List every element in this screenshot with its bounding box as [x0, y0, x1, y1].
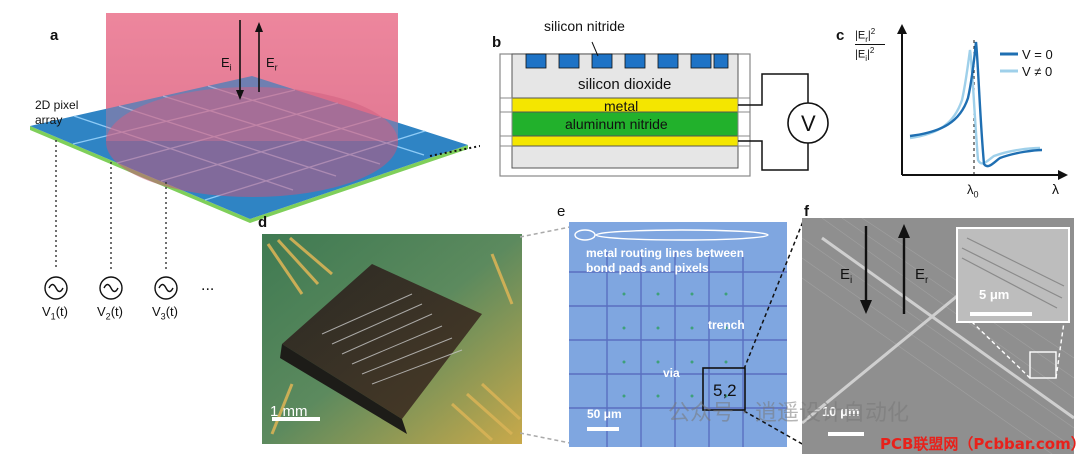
metal-bottom-layer — [511, 135, 739, 147]
curve-v-nonzero — [909, 49, 1041, 165]
panel-label-b: b — [492, 34, 502, 51]
reflected-field-label: Er — [266, 55, 278, 73]
c-xlabel: λ — [1052, 181, 1059, 197]
c-y-arrow — [897, 24, 907, 34]
wire-top — [738, 73, 809, 106]
beam-footprint — [106, 87, 398, 197]
trench-label: trench — [708, 318, 745, 332]
panel-label-f: f — [804, 203, 809, 220]
micrograph-e — [569, 222, 787, 447]
panel-label-a: a — [50, 27, 59, 44]
sem-image-f — [802, 218, 1074, 454]
voltage-label-2: V2(t) — [97, 304, 123, 322]
f-inset-scale-label: 5 μm — [979, 287, 1010, 302]
c-ylabel-fraction-bar — [855, 44, 885, 45]
array-label-line1: 2D pixel — [35, 98, 79, 112]
wire-bottom — [738, 140, 809, 171]
wechat-watermark: 公众号 · 逍遥设计自动化 — [668, 401, 909, 426]
connector-e-f — [744, 218, 804, 446]
incident-arrow-head — [236, 90, 244, 100]
beam-overlay — [106, 13, 398, 141]
f-incident-label: Ei — [840, 266, 853, 286]
panel-label-e: e — [557, 203, 566, 220]
e-scale-label: 50 μm — [587, 407, 622, 421]
routing-label-line1: metal routing lines between — [586, 246, 745, 260]
connector-d-e — [520, 226, 570, 444]
c-ylabel-denominator: |Ei|2 — [855, 46, 875, 63]
nitride-pointer — [591, 41, 599, 57]
panel-label-c: c — [836, 27, 845, 44]
site-watermark: PCB联盟网（Pcbbar.com） — [880, 435, 1080, 453]
silicon-nitride-label: silicon nitride — [544, 18, 625, 34]
f-inset — [956, 227, 1070, 323]
f-reflected-label: Er — [915, 266, 929, 286]
incident-field-label: Ei — [221, 55, 232, 73]
panel-b-graphic — [499, 41, 829, 177]
drop-lines — [55, 140, 167, 270]
legend-v0: V = 0 — [1022, 47, 1053, 62]
substrate-layer — [511, 145, 739, 169]
array-label-line2: array — [35, 113, 63, 127]
silicon-dioxide-label: silicon dioxide — [578, 76, 672, 93]
curve-v-zero — [909, 41, 1043, 168]
metal-label: metal — [604, 98, 639, 114]
chip-photo — [262, 234, 522, 444]
aluminum-nitride-label: aluminum nitride — [565, 116, 668, 132]
voltage-label-1: V1(t) — [42, 304, 68, 322]
d-scale-label: 1 mm — [270, 403, 308, 420]
via-label: via — [663, 366, 680, 380]
ac-sources — [44, 276, 178, 300]
zoom-line-a-b — [429, 144, 480, 157]
legend-v-nonzero: V ≠ 0 — [1022, 64, 1053, 79]
pixel-index-label: 5,2 — [713, 381, 737, 400]
c-x-arrow — [1058, 170, 1068, 180]
panel-c-graphic — [897, 24, 1068, 180]
ellipsis: ... — [201, 277, 215, 294]
f-scale-label: 10 μm — [822, 404, 860, 419]
voltmeter-label: V — [801, 111, 816, 136]
c-ylabel-numerator: |Er|2 — [855, 27, 876, 44]
voltmeter — [787, 102, 829, 144]
lambda0-label: λ0 — [967, 182, 979, 200]
panel-label-d: d — [258, 214, 268, 231]
nitride-pillars — [525, 53, 729, 69]
panel-a-graphic — [30, 13, 480, 300]
voltage-label-3: V3(t) — [152, 304, 178, 322]
reflected-arrow-head — [255, 22, 263, 32]
routing-label-line2: bond pads and pixels — [586, 261, 709, 275]
